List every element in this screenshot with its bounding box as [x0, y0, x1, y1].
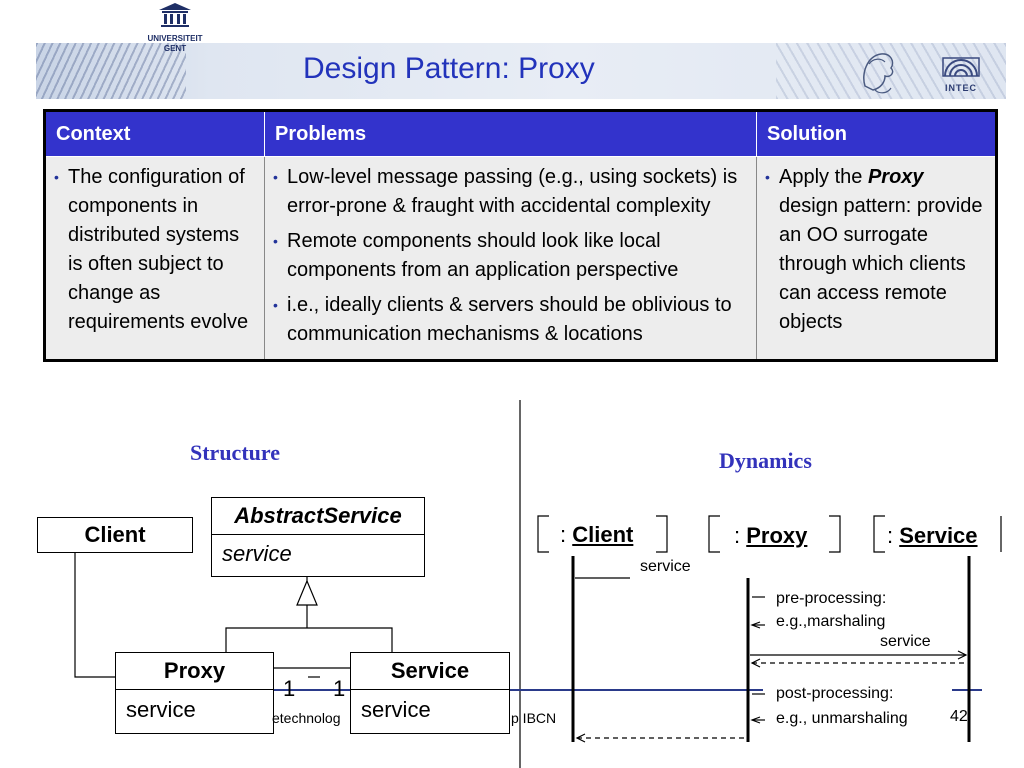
university-logo-line2: GENT: [163, 44, 187, 53]
service-object: : Service: [887, 523, 978, 548]
context-cell: The configuration of components in distr…: [44, 156, 265, 361]
multiplicity-left: 1: [283, 676, 296, 701]
problems-cell: Low-level message passing (e.g., using s…: [264, 156, 757, 361]
page-number: 42: [950, 708, 968, 725]
column-header-problems: Problems: [264, 110, 757, 157]
pre-processing-label: pre-processing:: [776, 590, 887, 607]
solution-cell: Apply the Proxy design pattern: provide …: [756, 156, 997, 361]
client-proxy-association: [74, 553, 117, 678]
minerva-head-logo: [855, 46, 901, 96]
header-banner: [36, 43, 1006, 99]
intec-logo-text: INTEC: [945, 83, 977, 93]
inheritance-triangle-icon: [296, 579, 318, 606]
pattern-table: Context Problems Solution The configurat…: [43, 109, 998, 362]
problem-item: Low-level message passing (e.g., using s…: [273, 163, 748, 221]
university-building-icon: [159, 3, 191, 27]
solution-item: Apply the Proxy design pattern: provide …: [765, 163, 987, 337]
abstract-service-operation: service: [222, 541, 292, 566]
footer-text-right: p IBCN: [511, 710, 557, 726]
minerva-head-icon: [863, 53, 894, 94]
problem-item: i.e., ideally clients & servers should b…: [273, 291, 748, 349]
service-operation: service: [361, 697, 431, 722]
proxy-object: : Proxy: [734, 523, 808, 548]
service-forward-label: service: [880, 633, 931, 650]
multiplicity-right: 1: [333, 676, 346, 701]
proxy-class-box: Proxy service: [115, 652, 274, 734]
service-object-name: Service: [899, 523, 978, 548]
client-object-name: Client: [572, 522, 634, 547]
page-title: Design Pattern: Proxy: [303, 52, 595, 85]
column-header-solution: Solution: [756, 110, 997, 157]
solution-prefix: Apply the: [779, 166, 868, 188]
client-object: : Client: [560, 522, 634, 547]
solution-suffix: design pattern: provide an OO surrogate …: [779, 195, 983, 333]
context-item: The configuration of components in distr…: [54, 163, 256, 337]
service-class-box: Service service: [350, 652, 510, 734]
proxy-object-name: Proxy: [746, 523, 808, 548]
post-processing-example: e.g., unmarshaling: [776, 710, 908, 727]
problem-item: Remote components should look like local…: [273, 227, 748, 285]
proxy-class-name: Proxy: [163, 658, 226, 683]
service-call-label: service: [640, 558, 691, 575]
client-class-name: Client: [84, 522, 146, 547]
banner-decoration-right: [776, 43, 1006, 99]
footer-text-left: etechnolog: [272, 710, 341, 726]
abstract-service-class-name: AbstractService: [234, 503, 402, 528]
banner-decoration-left: [36, 43, 186, 99]
post-processing-label: post-processing:: [776, 685, 894, 702]
column-header-context: Context: [44, 110, 265, 157]
dynamics-heading: Dynamics: [719, 448, 812, 473]
client-class-box: Client: [37, 517, 193, 553]
pre-processing-example: e.g.,marshaling: [776, 613, 886, 630]
proxy-operation: service: [126, 697, 196, 722]
service-class-name: Service: [390, 658, 470, 683]
inheritance-branch: [225, 627, 393, 652]
solution-emphasis: Proxy: [867, 166, 924, 188]
intec-arches-icon: [942, 57, 980, 77]
structure-heading: Structure: [190, 440, 281, 465]
university-logo-line1: UNIVERSITEIT: [147, 34, 203, 43]
intec-logo: INTEC: [941, 50, 981, 93]
university-logo: UNIVERSITEIT GENT: [140, 2, 210, 54]
abstract-service-class-box: AbstractService service: [211, 497, 425, 577]
